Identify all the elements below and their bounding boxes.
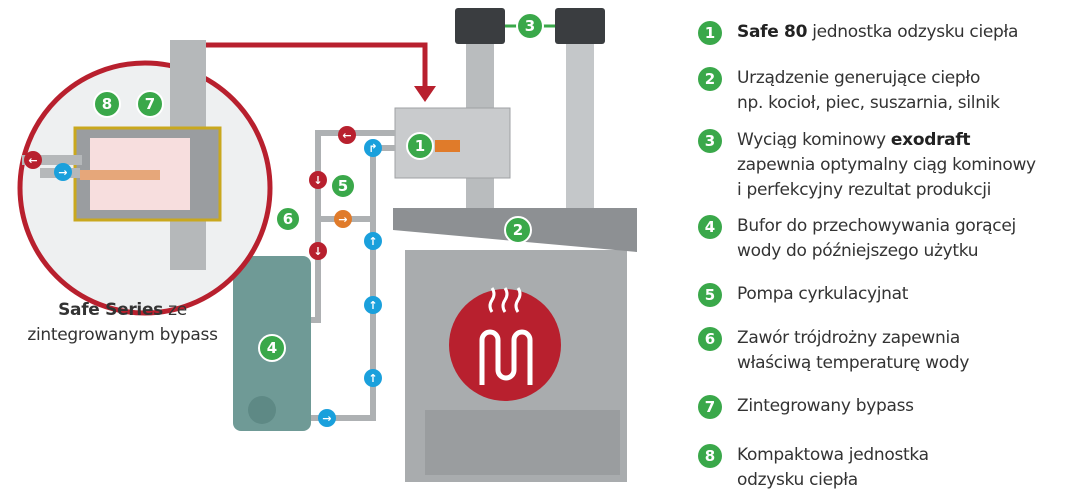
safe80-actuator	[435, 140, 460, 152]
svg-text:←: ←	[28, 154, 37, 167]
caption-line2: zintegrowanym bypass	[27, 325, 218, 345]
legend-item-2: 2 Urządzenie generujące ciepło np. kocioł,…	[698, 66, 1000, 116]
inset-pipe-out	[22, 155, 82, 165]
legend-text: Zintegrowany bypass	[737, 396, 914, 416]
legend-text: i perfekcyjny rezultat produkcji	[737, 180, 992, 200]
flow-arrow-red-icon: ←	[24, 151, 42, 169]
legend-text: jednostka odzysku ciepła	[807, 22, 1019, 42]
badge: 2	[698, 67, 722, 91]
svg-text:↓: ↓	[313, 174, 322, 187]
legend-text: Urządzenie generujące ciepło	[737, 68, 981, 88]
caption-bold: Safe Series	[58, 300, 163, 320]
badge: 4	[698, 215, 722, 239]
flow-arrow-blue-icon: ↑	[364, 296, 382, 314]
svg-text:6: 6	[283, 210, 293, 228]
legend-text: Wyciąg kominowy	[737, 130, 891, 150]
flow-arrow-blue-icon: →	[54, 163, 72, 181]
svg-text:↑: ↑	[368, 372, 377, 385]
marker-3: 3	[516, 12, 544, 40]
legend-item-3: 3 Wyciąg kominowy exodraft zapewnia optyma…	[698, 128, 1036, 203]
marker-6: 6	[275, 206, 301, 232]
legend-text: Kompaktowa jednostka	[737, 445, 929, 465]
marker-8: 8	[93, 90, 121, 118]
svg-text:4: 4	[267, 339, 277, 357]
flow-arrow-blue-icon: ↑	[364, 369, 382, 387]
svg-text:↱: ↱	[368, 142, 377, 155]
legend-text: odzysku ciepła	[737, 470, 858, 490]
flow-arrow-blue-icon: ↱	[364, 139, 382, 157]
svg-text:5: 5	[338, 177, 348, 195]
flow-arrow-blue-icon: ↑	[364, 232, 382, 250]
flow-arrow-orange-icon: →	[334, 210, 352, 228]
svg-text:8: 8	[102, 95, 112, 113]
badge: 3	[698, 129, 722, 153]
legend-text: zapewnia optymalny ciąg kominowy	[737, 155, 1036, 175]
svg-text:→: →	[322, 412, 331, 425]
legend-text: np. kocioł, piec, suszarnia, silnik	[737, 93, 1000, 113]
heating-coil-icon	[479, 287, 533, 385]
svg-text:1: 1	[415, 137, 425, 155]
legend-item-5: 5 Pompa cyrkulacyjnat	[698, 282, 908, 307]
arrow-head-icon	[414, 86, 436, 102]
marker-1: 1	[406, 132, 434, 160]
marker-5: 5	[330, 173, 356, 199]
legend-item-1: 1 Safe 80 jednostka odzysku ciepła	[698, 20, 1018, 45]
flow-arrow-red-icon: ←	[338, 126, 356, 144]
svg-text:↑: ↑	[368, 235, 377, 248]
chimney-fan-left	[455, 8, 505, 44]
legend-bold: exodraft	[890, 130, 971, 150]
svg-text:→: →	[338, 213, 347, 226]
svg-text:↓: ↓	[313, 245, 322, 258]
svg-text:←: ←	[342, 129, 351, 142]
chimney-fan-right	[555, 8, 605, 44]
legend-item-6: 6 Zawór trójdrożny zapewnia właściwą tempe…	[698, 326, 969, 376]
marker-4: 4	[258, 334, 286, 362]
svg-text:3: 3	[525, 17, 535, 35]
marker-7: 7	[136, 90, 164, 118]
legend-item-8: 8 Kompaktowa jednostka odzysku ciepła	[698, 443, 929, 493]
marker-2: 2	[504, 216, 532, 244]
inset-caption: Safe Series ze zintegrowanym bypass	[0, 298, 245, 348]
badge: 1	[698, 21, 722, 45]
badge: 7	[698, 395, 722, 419]
flow-arrow-red-icon: ↓	[309, 242, 327, 260]
legend-bold: Safe 80	[737, 22, 808, 42]
badge: 6	[698, 327, 722, 351]
legend-text: Bufor do przechowywania gorącej	[737, 216, 1016, 236]
legend-text: Zawór trójdrożny zapewnia	[737, 328, 961, 348]
flow-arrow-blue-icon: →	[318, 409, 336, 427]
legend-item-4: 4 Bufor do przechowywania gorącej wody do …	[698, 214, 1016, 264]
flow-arrow-red-icon: ↓	[309, 171, 327, 189]
inset-heat-exchanger	[80, 170, 160, 180]
legend-text: Pompa cyrkulacyjnat	[737, 284, 909, 304]
heat-icon-circle	[449, 289, 561, 401]
legend-text: wody do późniejszego użytku	[737, 241, 979, 261]
caption-text: ze	[163, 300, 187, 320]
svg-text:→: →	[58, 166, 67, 179]
svg-text:2: 2	[513, 221, 523, 239]
badge: 8	[698, 444, 722, 468]
svg-text:↑: ↑	[368, 299, 377, 312]
chimney-pipe-right	[566, 40, 594, 210]
legend-text: właściwą temperaturę wody	[737, 353, 970, 373]
svg-text:7: 7	[145, 95, 155, 113]
badge: 5	[698, 283, 722, 307]
legend-item-7: 7 Zintegrowany bypass	[698, 394, 914, 419]
tank-port	[248, 396, 276, 424]
boiler-panel	[425, 410, 620, 475]
